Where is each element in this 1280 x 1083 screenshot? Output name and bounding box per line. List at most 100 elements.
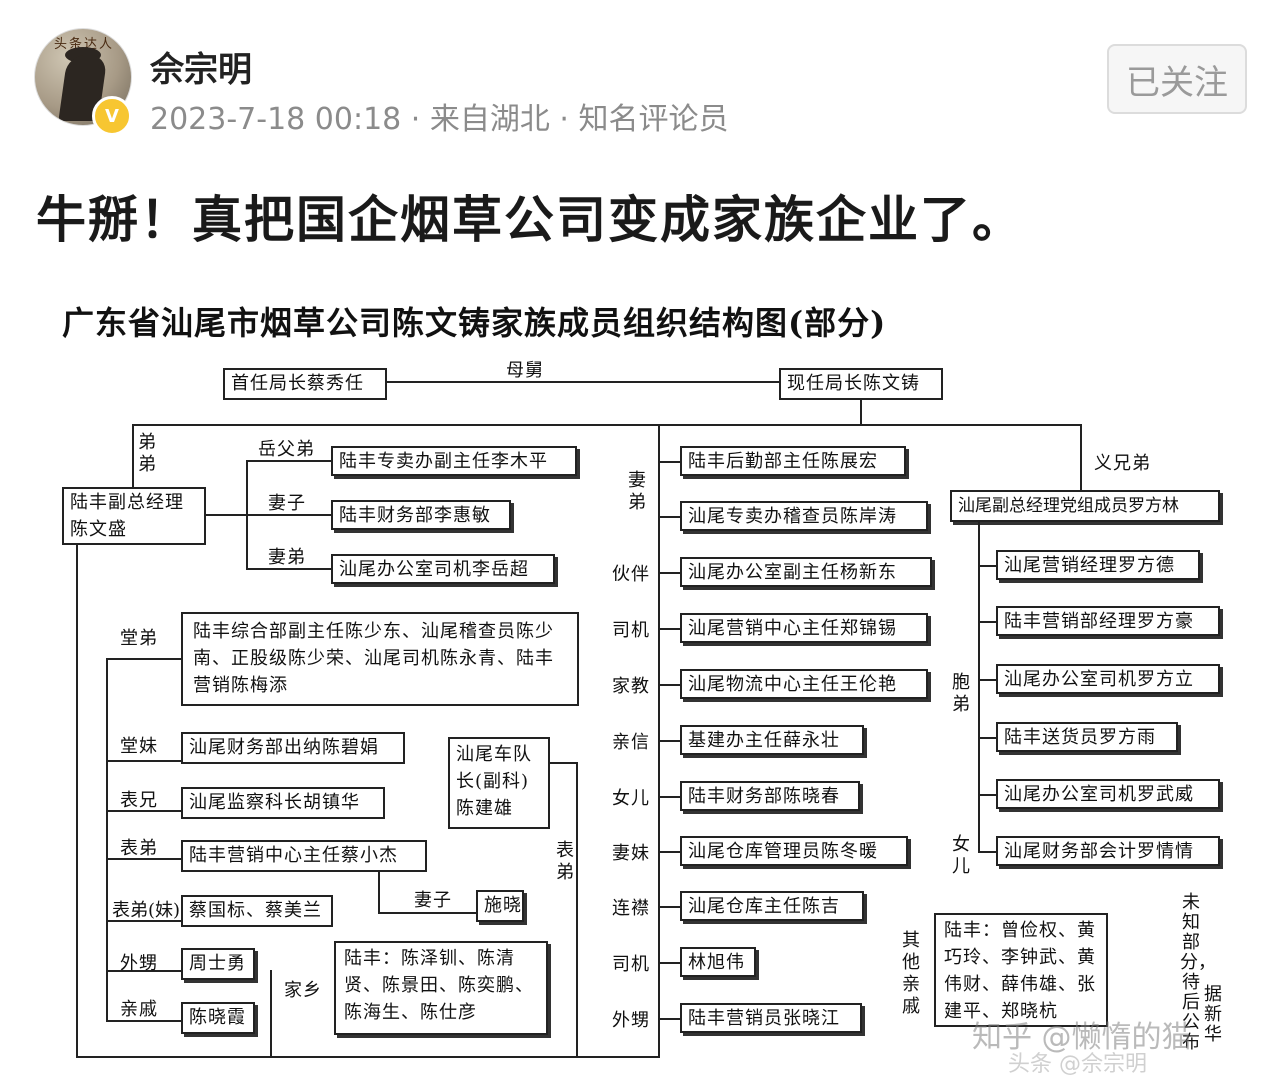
- person-box: 汕尾仓库管理员陈冬暖: [680, 836, 908, 866]
- relation-label: 连襟: [612, 898, 650, 919]
- connector: [378, 872, 380, 914]
- person-box: 陆丰财务部李惠敏: [331, 500, 511, 530]
- person-box: 汕尾办公室司机罗方立: [996, 664, 1220, 694]
- connector: [658, 461, 682, 463]
- connector: [658, 740, 682, 742]
- person-box: 汕尾办公室司机李岳超: [331, 554, 555, 584]
- top-left-box: 首任局长蔡秀任: [223, 368, 387, 400]
- relation-label: 司机: [612, 620, 650, 641]
- person-box: 陆丰营销中心主任蔡小杰: [181, 840, 427, 872]
- relation-label-daughter: 女儿: [952, 834, 970, 877]
- connector: [860, 400, 862, 426]
- relation-label-wife: 妻子: [414, 890, 452, 911]
- connector: [386, 381, 781, 383]
- avatar-text: 头条达人: [53, 37, 114, 52]
- relation-label: 伙伴: [612, 564, 650, 585]
- person-box: 汕尾营销中心主任郑锦锡: [680, 613, 928, 643]
- post-text: 牛掰！真把国企烟草公司变成家族企业了。: [36, 191, 1024, 249]
- author-name[interactable]: 佘宗明: [150, 50, 252, 90]
- person-box: 汕尾营销经理罗方德: [996, 550, 1200, 580]
- relation-label: 司机: [612, 954, 650, 975]
- post-meta: 2023-7-18 00:18 · 来自湖北 · 知名评论员: [150, 102, 729, 137]
- person-box: 汕尾监察科长胡镇华: [181, 787, 385, 819]
- left-main-box: 陆丰副总经理陈文盛: [62, 487, 206, 545]
- relation-label: 外甥: [612, 1010, 650, 1031]
- connector: [106, 658, 108, 1022]
- connector: [106, 858, 182, 860]
- connector: [106, 760, 182, 762]
- connector: [576, 762, 578, 1056]
- relation-label: 妻弟: [268, 547, 306, 568]
- avatar[interactable]: 头条达人: [34, 28, 132, 126]
- other-relatives-box: 陆丰：曾俭权、黄巧玲、李钟武、黄伟财、薛伟雄、张建平、郑晓杭: [934, 913, 1108, 1027]
- person-box: 陆丰营销员张晓江: [680, 1003, 862, 1033]
- connector: [378, 912, 478, 914]
- person-box: 汕尾财务部出纳陈碧娟: [181, 732, 405, 764]
- watermark-sub: 头条 @佘宗明: [1008, 1052, 1147, 1077]
- connector: [270, 970, 272, 1056]
- connector: [658, 628, 682, 630]
- person-box: 施晓: [476, 890, 524, 922]
- connector: [658, 851, 682, 853]
- person-box: 陆丰专卖办副主任李木平: [331, 446, 577, 476]
- person-box: 汕尾办公室副主任杨新东: [680, 557, 932, 587]
- connector: [978, 565, 998, 567]
- note-source: 据新华: [1204, 984, 1222, 1045]
- connector: [246, 568, 332, 570]
- connector: [132, 424, 134, 488]
- verified-badge-icon: V: [92, 96, 132, 136]
- follow-button[interactable]: 已关注: [1107, 44, 1247, 114]
- connector: [106, 1020, 182, 1022]
- connector: [658, 796, 682, 798]
- relation-label: 妻妹: [612, 843, 650, 864]
- connector: [658, 684, 682, 686]
- relation-label: 表兄: [120, 790, 158, 811]
- relation-label: 堂妹: [120, 736, 158, 757]
- connector: [978, 621, 998, 623]
- relation-label: 表弟: [120, 838, 158, 859]
- connector: [106, 920, 182, 922]
- person-box: 陆丰财务部陈晓春: [680, 781, 860, 811]
- connector: [658, 572, 682, 574]
- hometown-box: 陆丰：陈泽钏、陈清贤、陈景田、陈奕鹏、陈海生、陈仕彦: [334, 941, 548, 1035]
- relation-label-yixiongdi: 义兄弟: [1094, 453, 1151, 474]
- connector: [206, 514, 248, 516]
- relation-label: 家教: [612, 676, 650, 697]
- connector: [76, 1056, 660, 1058]
- connector: [106, 970, 182, 972]
- relation-label: 亲戚: [120, 999, 158, 1020]
- person-box: 汕尾物流中心主任王伦艳: [680, 669, 928, 699]
- person-box: 林旭伟: [680, 947, 756, 977]
- connector: [246, 514, 332, 516]
- connector: [106, 658, 182, 660]
- person-box: 汕尾仓库主任陈吉: [680, 891, 864, 921]
- relation-label: 亲信: [612, 732, 650, 753]
- person-box: 陆丰后勤部主任陈展宏: [680, 446, 906, 476]
- connector: [978, 851, 998, 853]
- connector: [658, 1018, 682, 1020]
- relation-label-sibling: 胞弟: [952, 672, 970, 715]
- person-box: 汕尾财务部会计罗情情: [996, 836, 1220, 866]
- connector: [978, 522, 980, 852]
- person-box: 周士勇: [181, 948, 255, 980]
- top-right-box: 现任局长陈文铸: [779, 368, 943, 400]
- connector: [550, 762, 578, 764]
- connector: [978, 737, 998, 739]
- person-box: 陆丰送货员罗方雨: [996, 722, 1178, 752]
- person-box: 汕尾专卖办稽查员陈岸涛: [680, 501, 928, 531]
- top-relation-label: 母舅: [506, 360, 544, 381]
- connector: [658, 962, 682, 964]
- relation-label: 外甥: [120, 953, 158, 974]
- right-main-box: 汕尾副总经理党组成员罗方林: [950, 490, 1220, 522]
- relation-label-didi: 弟弟: [138, 432, 156, 475]
- note-unknown: 未知部分，待后公布: [1180, 892, 1216, 1053]
- relation-label: 岳父弟: [258, 439, 315, 460]
- relation-label: 妻弟: [628, 470, 646, 513]
- relation-label-hometown: 家乡: [284, 980, 322, 1001]
- relation-label-biaodi: 表弟: [556, 840, 574, 883]
- connector: [132, 424, 1082, 426]
- connector: [1080, 424, 1082, 492]
- person-box: 蔡国标、蔡美兰: [181, 895, 333, 927]
- person-box: 汕尾办公室司机罗武威: [996, 779, 1220, 809]
- connector: [978, 679, 998, 681]
